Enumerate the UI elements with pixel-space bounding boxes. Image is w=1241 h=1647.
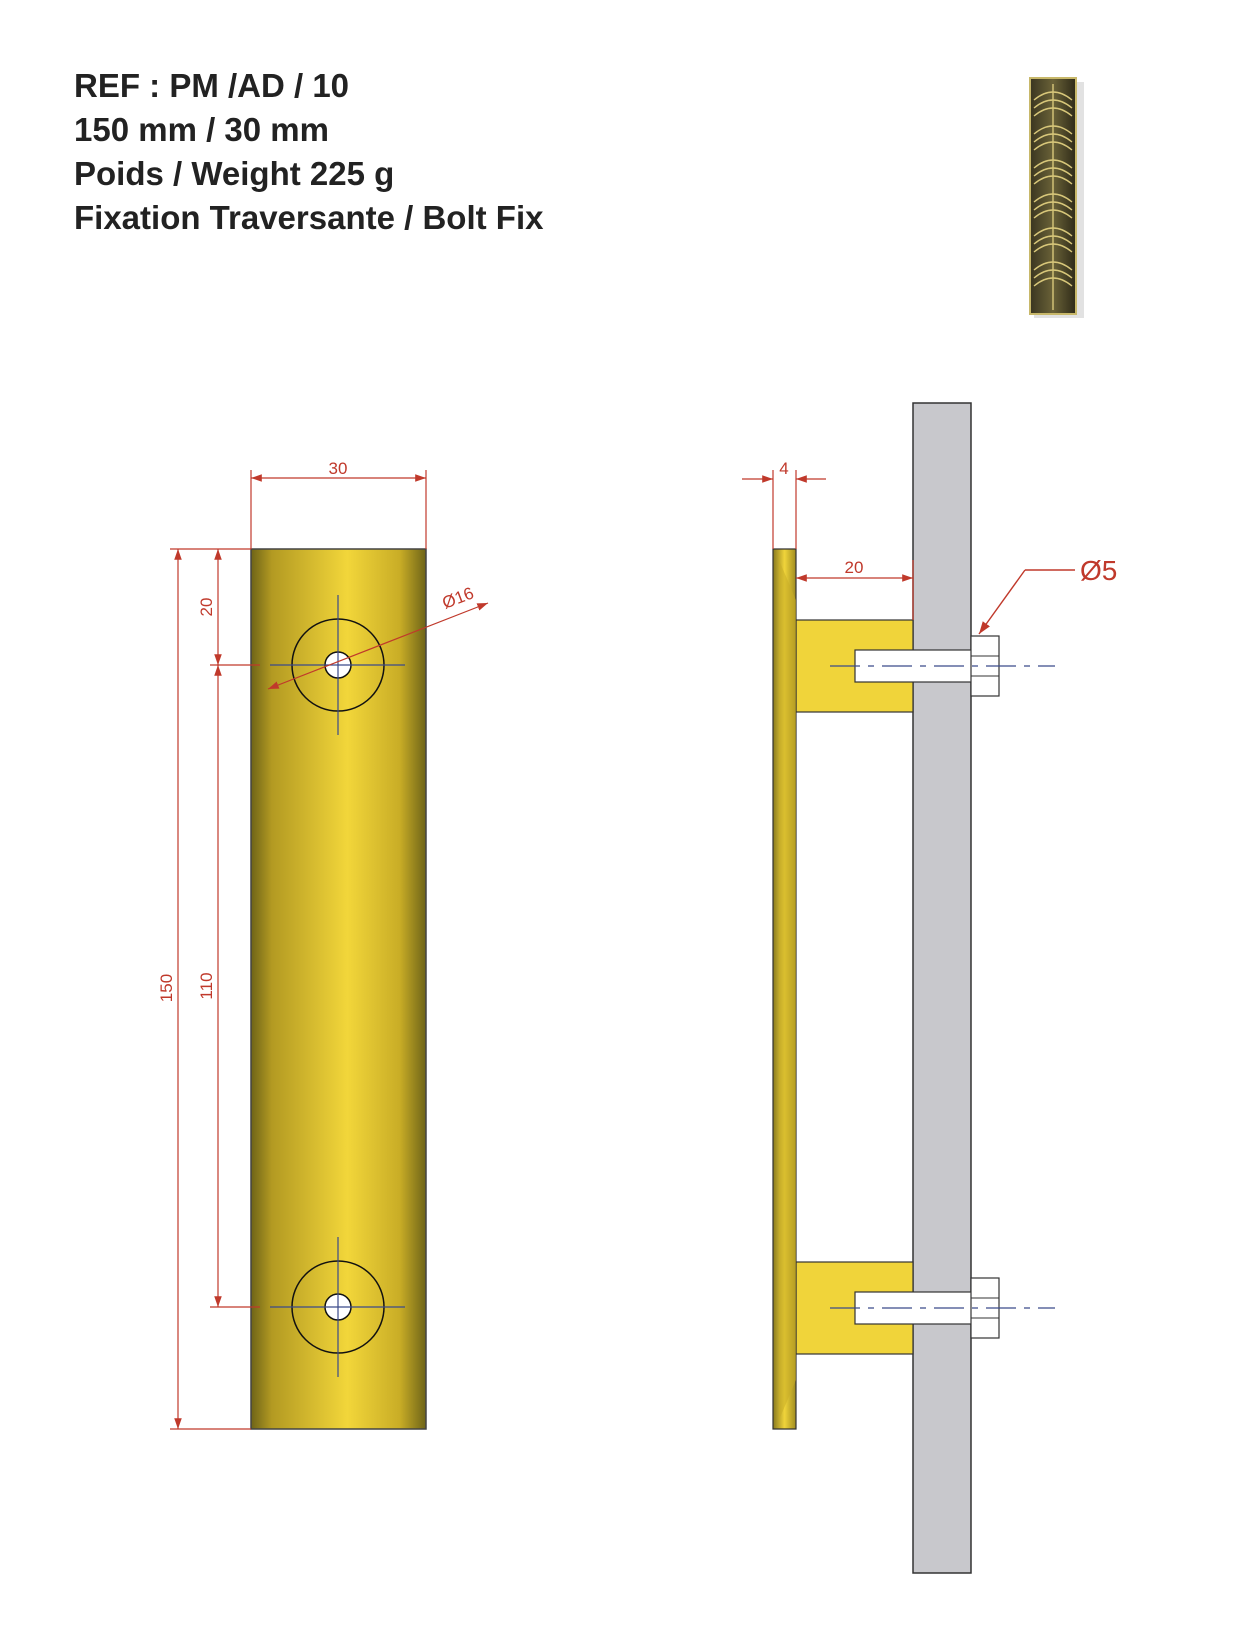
bolt-diameter-leader	[978, 569, 1075, 635]
hole-spacing-dimension	[210, 549, 260, 1308]
plate-thickness-label: 4	[779, 459, 788, 478]
side-view: 4 20 Ø5	[742, 402, 1117, 1574]
product-specs: REF : PM /AD / 10 150 mm / 30 mm Poids /…	[74, 64, 543, 240]
product-fixing: Fixation Traversante / Bolt Fix	[74, 199, 544, 236]
door-panel	[912, 402, 972, 1574]
product-thumbnail-icon	[1029, 77, 1084, 318]
top-offset-label: 20	[197, 598, 216, 617]
width-dimension	[250, 470, 427, 549]
standoff-label: 20	[845, 558, 864, 577]
standoff-dimension	[796, 560, 914, 620]
total-length-dimension	[170, 548, 251, 1430]
bottom-mounting-hole	[270, 1237, 405, 1377]
width-label: 30	[329, 459, 348, 478]
product-weight: Poids / Weight 225 g	[74, 155, 395, 192]
top-bolt	[830, 635, 1055, 697]
front-view: 30 Ø16 150 20 110	[157, 459, 489, 1430]
product-reference: REF : PM /AD / 10	[74, 67, 350, 104]
bolt-diameter-label: Ø5	[1080, 555, 1117, 586]
hole-diameter-leader	[267, 602, 489, 690]
product-size: 150 mm / 30 mm	[74, 111, 329, 148]
hole-spacing-label: 110	[197, 972, 216, 999]
plate-thickness-dimension	[742, 470, 826, 549]
total-length-label: 150	[157, 974, 176, 1002]
bottom-bolt	[830, 1277, 1055, 1339]
hole-diameter-label: Ø16	[440, 583, 477, 612]
